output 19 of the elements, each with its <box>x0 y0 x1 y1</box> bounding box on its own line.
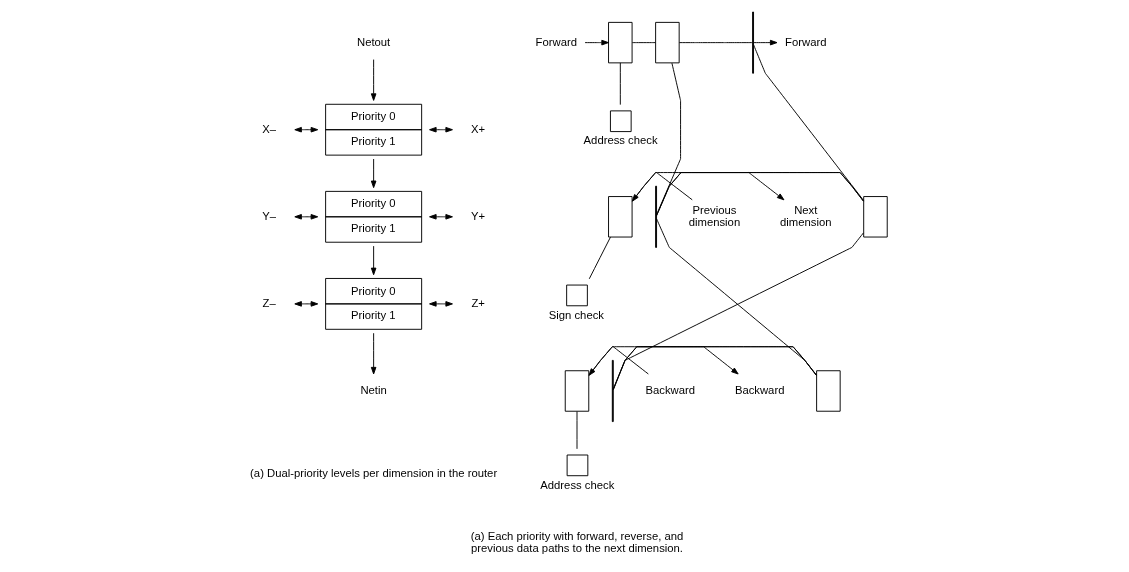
node-text: Netin <box>359 383 387 396</box>
node-text: Backward <box>644 383 695 396</box>
node-text: Z– <box>262 296 276 309</box>
node-label: Address check <box>583 134 658 147</box>
label: (a) Each priority with forward, reverse, and previous data paths to the next dimension. <box>470 529 683 555</box>
node-label: Sign check <box>548 308 604 321</box>
node-text: Backward <box>734 383 784 396</box>
node-text: Previous dimension <box>688 203 740 228</box>
node-text: Forward <box>784 35 826 48</box>
node-text: X+ <box>470 122 485 135</box>
node-text: Next dimension <box>779 203 831 228</box>
node-text: Y– <box>261 209 276 222</box>
node-text: Y+ <box>470 209 485 222</box>
node-text: Z+ <box>470 296 485 309</box>
node-text: Forward <box>535 35 577 48</box>
node-text: X– <box>261 122 276 135</box>
node-label: Address check <box>539 478 614 491</box>
node-text: Netout <box>356 35 390 48</box>
label: (a) Dual-priority levels per dimension in the router <box>249 466 497 479</box>
